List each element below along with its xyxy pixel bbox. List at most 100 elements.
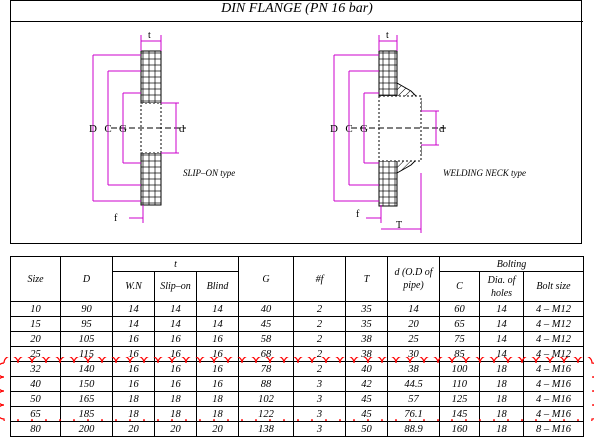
table-cell: 40: [10, 376, 61, 392]
table-cell: 16: [112, 331, 155, 347]
wn-label-C: C: [345, 123, 352, 135]
table-cell: 60: [439, 301, 480, 317]
table-cell: 16: [154, 346, 197, 362]
header-slipon: Slip–on: [154, 271, 197, 302]
table-cell: 14: [479, 301, 524, 317]
table-cell: 18: [479, 361, 524, 377]
table-cell: 16: [112, 346, 155, 362]
table-cell: 42: [345, 376, 388, 392]
slip-on-label-t: t: [148, 30, 151, 41]
table-cell: 40: [238, 301, 294, 317]
table-cell: 10: [10, 301, 61, 317]
table-cell: 2: [293, 316, 346, 332]
table-cell: 4 – M12: [523, 346, 584, 362]
slip-on-label-C: C: [104, 123, 111, 135]
table-cell: 30: [387, 346, 440, 362]
table-cell: 95: [60, 316, 113, 332]
table-cell: 20: [112, 421, 155, 437]
table-cell: 18: [154, 406, 197, 422]
wn-label-D: D: [330, 123, 338, 135]
table-cell: 14: [196, 301, 239, 317]
table-cell: 38: [345, 346, 388, 362]
table-cell: 185: [60, 406, 113, 422]
table-cell: 38: [387, 361, 440, 377]
wn-type-label: WELDING NECK type: [443, 168, 526, 178]
table-cell: 14: [196, 316, 239, 332]
table-cell: 14: [154, 316, 197, 332]
header-G: G: [238, 256, 294, 302]
header-D: D: [60, 256, 113, 302]
header-T: T: [345, 256, 388, 302]
table-cell: 65: [10, 406, 61, 422]
slip-on-label-D: D: [89, 123, 97, 135]
table-cell: 18: [479, 376, 524, 392]
table-cell: 40: [345, 361, 388, 377]
table-cell: 3: [293, 391, 346, 407]
slip-on-label-G: G: [119, 123, 127, 135]
table-cell: 57: [387, 391, 440, 407]
table-cell: 18: [112, 406, 155, 422]
table-cell: 85: [439, 346, 480, 362]
header-C: C: [439, 271, 480, 302]
slip-on-label-d: d: [179, 123, 185, 135]
welding-neck-flange: D C G d t f T WELDING NECK type: [330, 30, 526, 233]
table-cell: 14: [154, 301, 197, 317]
table-cell: 100: [439, 361, 480, 377]
header-bolt-size: Bolt size: [523, 271, 584, 302]
table-cell: 18: [479, 406, 524, 422]
header-bolting: Bolting: [439, 256, 584, 272]
table-cell: 35: [345, 301, 388, 317]
table-cell: 200: [60, 421, 113, 437]
table-cell: 18: [479, 391, 524, 407]
flange-drawing: D C G d t f SLIP–ON type: [89, 30, 526, 233]
table-cell: 8 – M16: [523, 421, 584, 437]
table-cell: 2: [293, 331, 346, 347]
table-cell: 2: [293, 361, 346, 377]
table-cell: 18: [196, 391, 239, 407]
wn-label-t: t: [386, 30, 389, 41]
table-cell: 45: [345, 391, 388, 407]
header-blind: Blind: [196, 271, 239, 302]
table-cell: 50: [345, 421, 388, 437]
table-cell: 105: [60, 331, 113, 347]
table-cell: 18: [479, 421, 524, 437]
table-cell: 16: [154, 331, 197, 347]
table-cell: 20: [387, 316, 440, 332]
table-cell: 25: [387, 331, 440, 347]
wn-label-d: d: [439, 123, 445, 135]
wn-label-G: G: [360, 123, 368, 135]
flange-spec-table: Size D t G #f T d (O.D of pipe) Bolting …: [10, 256, 584, 437]
table-cell: 3: [293, 406, 346, 422]
slip-on-flange: D C G d t f SLIP–ON type: [89, 30, 235, 224]
table-cell: 14: [387, 301, 440, 317]
table-cell: 20: [10, 331, 61, 347]
table-cell: 140: [60, 361, 113, 377]
table-cell: 16: [154, 361, 197, 377]
table-cell: 4 – M12: [523, 301, 584, 317]
table-cell: 16: [196, 346, 239, 362]
table-cell: 110: [439, 376, 480, 392]
table-cell: 78: [238, 361, 294, 377]
table-cell: 145: [439, 406, 480, 422]
table-cell: 150: [60, 376, 113, 392]
table-cell: 138: [238, 421, 294, 437]
table-cell: 35: [345, 316, 388, 332]
table-cell: 2: [293, 301, 346, 317]
header-nf: #f: [293, 256, 346, 302]
wn-label-f: f: [356, 209, 360, 220]
table-cell: 14: [479, 346, 524, 362]
table-cell: 165: [60, 391, 113, 407]
table-cell: 16: [196, 331, 239, 347]
table-cell: 160: [439, 421, 480, 437]
table-cell: 45: [345, 406, 388, 422]
table-cell: 88.9: [387, 421, 440, 437]
table-cell: 18: [112, 391, 155, 407]
header-size: Size: [10, 256, 61, 302]
